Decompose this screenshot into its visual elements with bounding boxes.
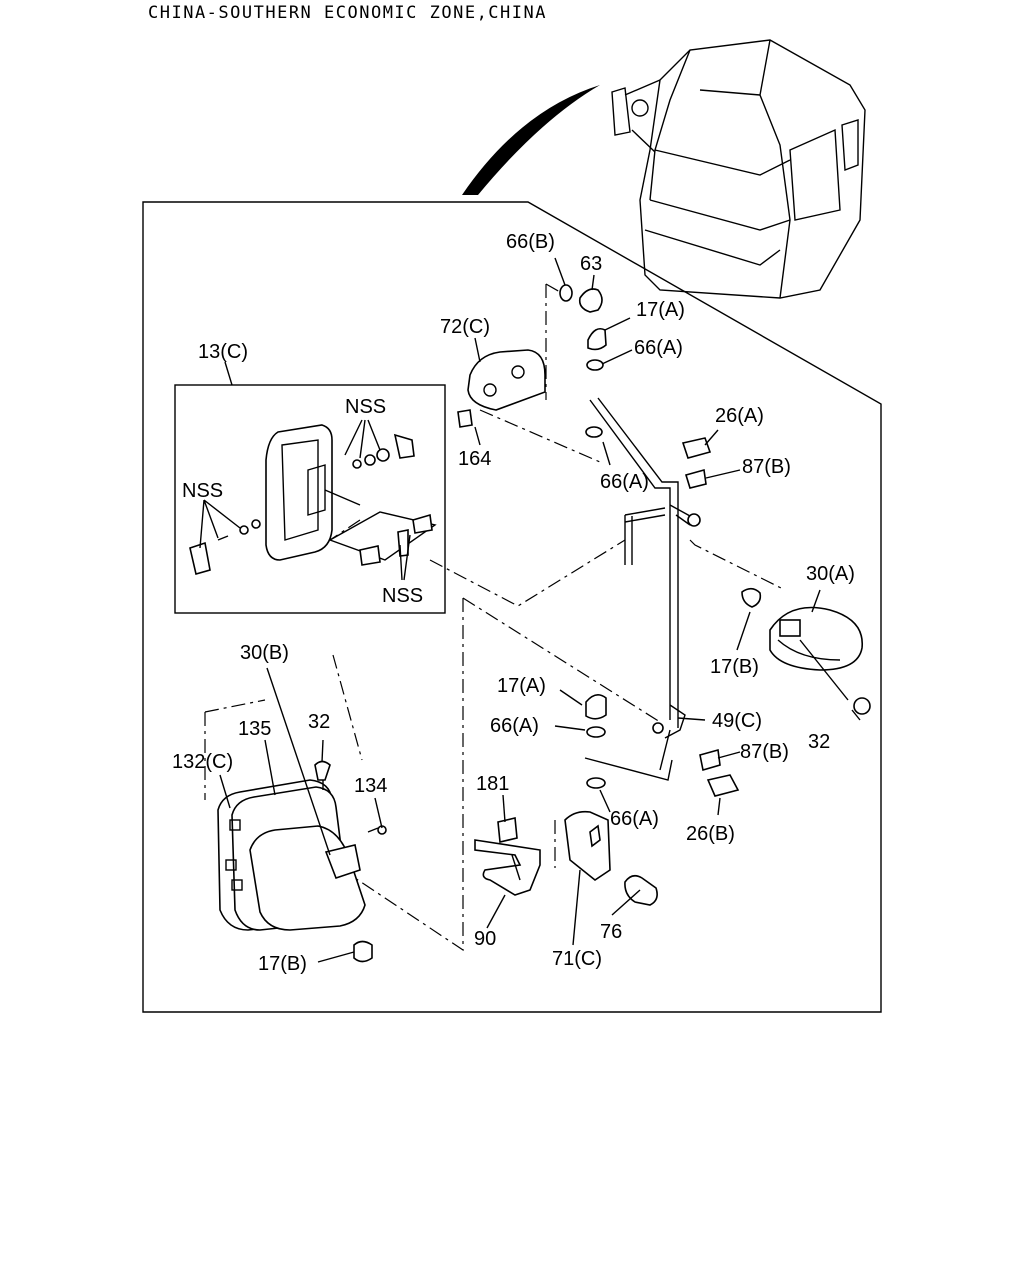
stay-pipe-49c-part [584, 397, 701, 781]
label-32-left: 32 [308, 711, 330, 733]
label-nss-3: NSS [382, 585, 423, 607]
label-135: 135 [238, 718, 271, 740]
bracket-181-90-71c-parts [474, 810, 658, 906]
label-17b-right: 17(B) [710, 656, 759, 678]
label-17b-bottom: 17(B) [258, 953, 307, 975]
label-76: 76 [600, 921, 622, 943]
label-71c: 71(C) [552, 948, 602, 970]
label-132c: 132(C) [172, 751, 233, 773]
clamp-parts [681, 437, 740, 797]
label-26b: 26(B) [686, 823, 735, 845]
label-30b: 30(B) [240, 642, 289, 664]
label-66b: 66(B) [506, 231, 555, 253]
label-49c: 49(C) [712, 710, 762, 732]
label-87b-1: 87(B) [742, 456, 791, 478]
label-72c: 72(C) [440, 316, 490, 338]
mirror-13c-part [189, 424, 437, 576]
label-66a-4: 66(A) [610, 808, 659, 830]
page-title: CHINA-SOUTHERN ECONOMIC ZONE,CHINA [148, 3, 547, 23]
round-mirror-30a-part [741, 587, 871, 715]
truck-cab-illustration [462, 39, 866, 299]
label-26a: 26(A) [715, 405, 764, 427]
label-32-right: 32 [808, 731, 830, 753]
leader-lines [199, 257, 861, 963]
label-63: 63 [580, 253, 602, 275]
label-17a-top: 17(A) [636, 299, 685, 321]
label-66a-2: 66(A) [600, 471, 649, 493]
label-66a-1: 66(A) [634, 337, 683, 359]
label-134: 134 [354, 775, 387, 797]
label-66a-3: 66(A) [490, 715, 539, 737]
label-17a-mid: 17(A) [497, 675, 546, 697]
label-30a: 30(A) [806, 563, 855, 585]
part-labels: 66(B) 63 17(A) 72(C) 66(A) 13(C) NSS 26(… [172, 231, 855, 975]
diagram-frame [142, 201, 882, 1013]
label-164: 164 [458, 448, 491, 470]
label-181: 181 [476, 773, 509, 795]
label-90: 90 [474, 928, 496, 950]
label-nss-2: NSS [182, 480, 223, 502]
inset-box [174, 384, 446, 614]
label-13c: 13(C) [198, 341, 248, 363]
bracket-72c-part [457, 349, 546, 428]
label-87b-2: 87(B) [740, 741, 789, 763]
hardware-parts [559, 284, 607, 789]
label-nss-1: NSS [345, 396, 386, 418]
assembly-lines [204, 283, 786, 952]
